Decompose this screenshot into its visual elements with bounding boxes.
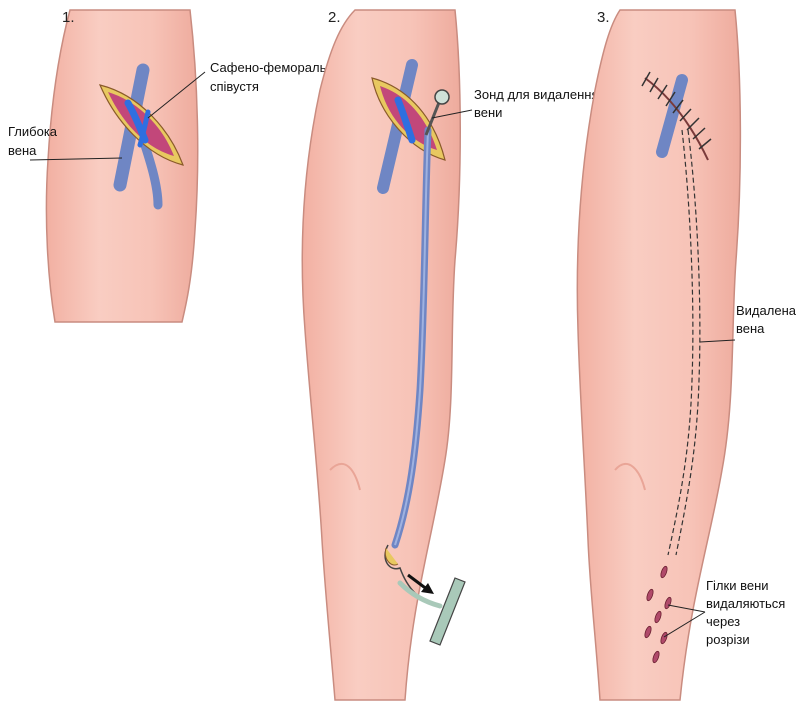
leader-removed-vein [699, 339, 736, 343]
label-junction-line-1: Сафено-феморальне [210, 60, 341, 75]
label-deep-vein: Глибока вена [8, 124, 61, 158]
panel-1: 1. Глибока вена Сафено-феморальне співус… [8, 9, 344, 323]
leader-deep-vein [29, 157, 123, 161]
label-probe: Зонд для видалення вени [474, 87, 602, 120]
incision-panel-1 [98, 84, 184, 166]
probe-paddle [429, 577, 466, 646]
panel-number-1: 1. [62, 9, 75, 26]
panel-2: 2. Зонд для видалення вени [301, 9, 602, 701]
removed-vein-track-2-panel-3 [675, 129, 701, 556]
leader-junction [147, 71, 206, 119]
knee-shade-panel-3 [614, 462, 646, 491]
label-removed-vein-line-1: Видалена [736, 303, 797, 318]
label-branches-line-3: через [706, 614, 740, 629]
panel-number-3: 3. [597, 9, 610, 26]
label-branches-line-4: розрізи [706, 632, 750, 647]
deep-vein-panel-3 [656, 74, 688, 158]
label-probe-line-1: Зонд для видалення [474, 87, 598, 102]
knee-shade-panel-2 [329, 462, 361, 491]
label-junction-line-2: співустя [210, 79, 259, 94]
stripper-wire-core-panel-2 [394, 129, 429, 546]
label-removed-vein: Видалена вена [736, 303, 800, 336]
leg-skin-panel-2 [301, 9, 461, 701]
sutured-incision-panel-3 [641, 71, 712, 161]
removed-vein-track-panel-3 [667, 129, 694, 556]
label-deep-vein-line-1: Глибока [8, 124, 58, 139]
branch-incisions-panel-3 [644, 565, 672, 664]
leader-branches-1 [667, 604, 706, 613]
label-branches-line-1: Гілки вени [706, 578, 769, 593]
panel-number-2: 2. [328, 9, 341, 26]
leg-skin-panel-3 [576, 9, 742, 701]
label-branches: Гілки вени видаляються через розрізи [706, 578, 789, 647]
label-junction: Сафено-феморальне співустя [210, 60, 344, 94]
label-branches-line-2: видаляються [706, 596, 785, 611]
leader-probe [431, 109, 473, 119]
leader-branches-2 [663, 611, 706, 638]
panel-3: 3. Видалена вена Гілки вени видаляються … [576, 9, 800, 701]
label-removed-vein-line-2: вена [736, 321, 765, 336]
probe-handle-panel-2 [384, 544, 466, 646]
label-probe-line-2: вени [474, 105, 502, 120]
label-deep-vein-line-2: вена [8, 143, 37, 158]
